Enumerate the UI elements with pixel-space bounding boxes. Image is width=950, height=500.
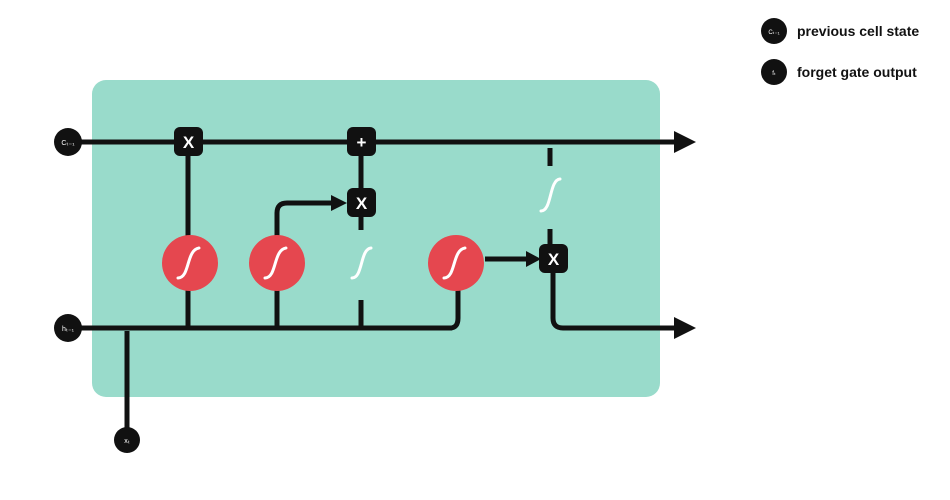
sigmoid-curve-icon bbox=[263, 246, 288, 280]
legend: Cₜ₋₁ previous cell state fₜ forget gate … bbox=[761, 18, 919, 85]
hidden-state-to-output-gate bbox=[449, 264, 461, 331]
forget-multiply-symbol: X bbox=[183, 133, 195, 152]
lstm-cell-background bbox=[92, 80, 660, 397]
forget-gate-sigmoid bbox=[162, 235, 218, 291]
legend-forget-gate-symbol: fₜ bbox=[772, 71, 776, 77]
input-multiply-symbol: X bbox=[356, 194, 368, 213]
cell-add-node: + bbox=[347, 127, 376, 156]
cell-state-input-label: Cₜ₋₁ bbox=[61, 140, 75, 147]
cell-state-output-arrow bbox=[674, 131, 696, 153]
sigmoid-curve-icon bbox=[442, 246, 467, 280]
sigmoid-curve-icon bbox=[176, 246, 201, 280]
legend-item-cell-state: Cₜ₋₁ previous cell state bbox=[761, 18, 919, 44]
input-gate-arrow bbox=[331, 195, 347, 211]
legend-forget-gate-label: forget gate output bbox=[797, 64, 917, 80]
x-input-node: xₜ bbox=[114, 427, 140, 453]
legend-item-forget-gate: fₜ forget gate output bbox=[761, 59, 917, 85]
hidden-output-arrow bbox=[674, 317, 696, 339]
tanh-curve-icon bbox=[539, 177, 562, 213]
cell-state-input-node: Cₜ₋₁ bbox=[54, 128, 82, 156]
hidden-state-input-node: hₜ₋₁ bbox=[54, 314, 82, 342]
tanh-curve-icon bbox=[350, 246, 373, 280]
output-multiply-symbol: X bbox=[548, 250, 560, 269]
cell-add-symbol: + bbox=[357, 133, 367, 152]
x-input-label: xₜ bbox=[124, 438, 130, 445]
output-multiply-node: X bbox=[539, 244, 568, 273]
input-gate-line bbox=[274, 200, 335, 328]
hidden-state-input-label: hₜ₋₁ bbox=[62, 326, 75, 333]
output-gate-arrow bbox=[526, 251, 541, 267]
input-multiply-node: X bbox=[347, 188, 376, 217]
legend-cell-state-label: previous cell state bbox=[797, 23, 919, 39]
legend-cell-state-symbol: Cₜ₋₁ bbox=[768, 30, 779, 36]
input-gate-sigmoid bbox=[249, 235, 305, 291]
hidden-output-line bbox=[550, 270, 682, 331]
output-gate-sigmoid bbox=[428, 235, 484, 291]
forget-multiply-node: X bbox=[174, 127, 203, 156]
